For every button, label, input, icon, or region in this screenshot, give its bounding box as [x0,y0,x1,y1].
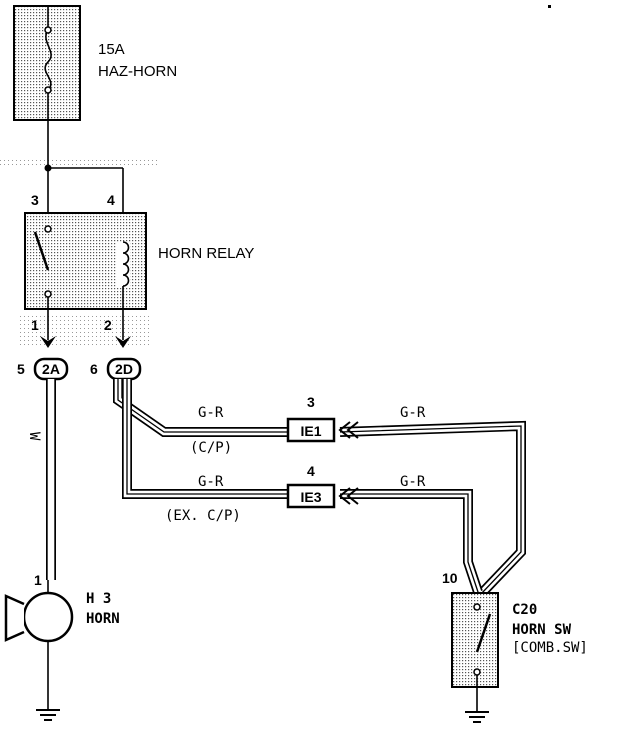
switch-pin: 10 [442,570,458,586]
connector-2a: 5 2A [17,357,69,381]
junction-ie1: 3 IE1 G-R G-R (C/P) [190,394,426,456]
fuse-name: HAZ-HORN [98,63,177,80]
junction-ie3-label: IE3 [300,489,321,505]
relay-pin-2: 2 [104,317,112,333]
switch-name: HORN SW [512,622,572,638]
relay-pin-4: 4 [107,192,115,208]
fuse-rating: 15A [98,41,125,58]
chevron-left-icon [338,421,359,439]
horn-icon [22,591,74,643]
wire-gr-left-1: G-R [198,405,224,421]
note-cp: (C/P) [190,440,232,456]
note-ex-cp: (EX. C/P) [165,508,241,524]
wire-gr-left-2: G-R [198,474,224,490]
fuse-element-icon [44,29,52,91]
shading-band-top [0,160,160,168]
arrow-down-icon [115,336,131,348]
connector-2d-pin: 6 [90,361,98,377]
corner-mark [548,5,551,8]
relay-name: HORN RELAY [158,245,254,262]
wire-gr-right-1: G-R [400,405,426,421]
arrow-down-icon [40,336,56,348]
connector-2d: 6 2D [90,357,142,381]
fuse: 15A HAZ-HORN [13,5,177,121]
wire-color-w: W [26,432,42,441]
horn-switch: 10 C20 HORN SW [COMB.SW] [442,570,588,712]
horn-relay: 3 4 HORN RELAY [24,192,254,318]
junction-ie3: 4 IE3 G-R G-R (EX. C/P) [165,463,426,524]
horn: 1 H 3 HORN [4,572,120,710]
shading-band-relay [20,315,150,345]
connector-2a-pin: 5 [17,361,25,377]
ground-icon [36,709,60,721]
junction-ie1-label: IE1 [300,423,321,439]
horn-code: H 3 [86,591,111,607]
wire-gr-right-2: G-R [400,474,426,490]
connector-2a-label: 2A [42,361,60,377]
ground-icon [465,711,489,723]
switch-sub: [COMB.SW] [512,640,588,656]
chevron-left-icon [338,487,359,505]
connector-2d-label: 2D [115,361,133,377]
horn-name: HORN [86,611,120,627]
relay-coil-icon [122,241,130,287]
switch-code: C20 [512,602,537,618]
junction-ie1-pin: 3 [307,394,315,410]
switch-contact-icon [475,613,492,653]
horn-pin: 1 [34,572,42,588]
relay-contact-icon [33,231,50,271]
relay-pin-1: 1 [31,317,39,333]
junction-ie3-pin: 4 [307,463,315,479]
relay-pin-3: 3 [31,192,39,208]
